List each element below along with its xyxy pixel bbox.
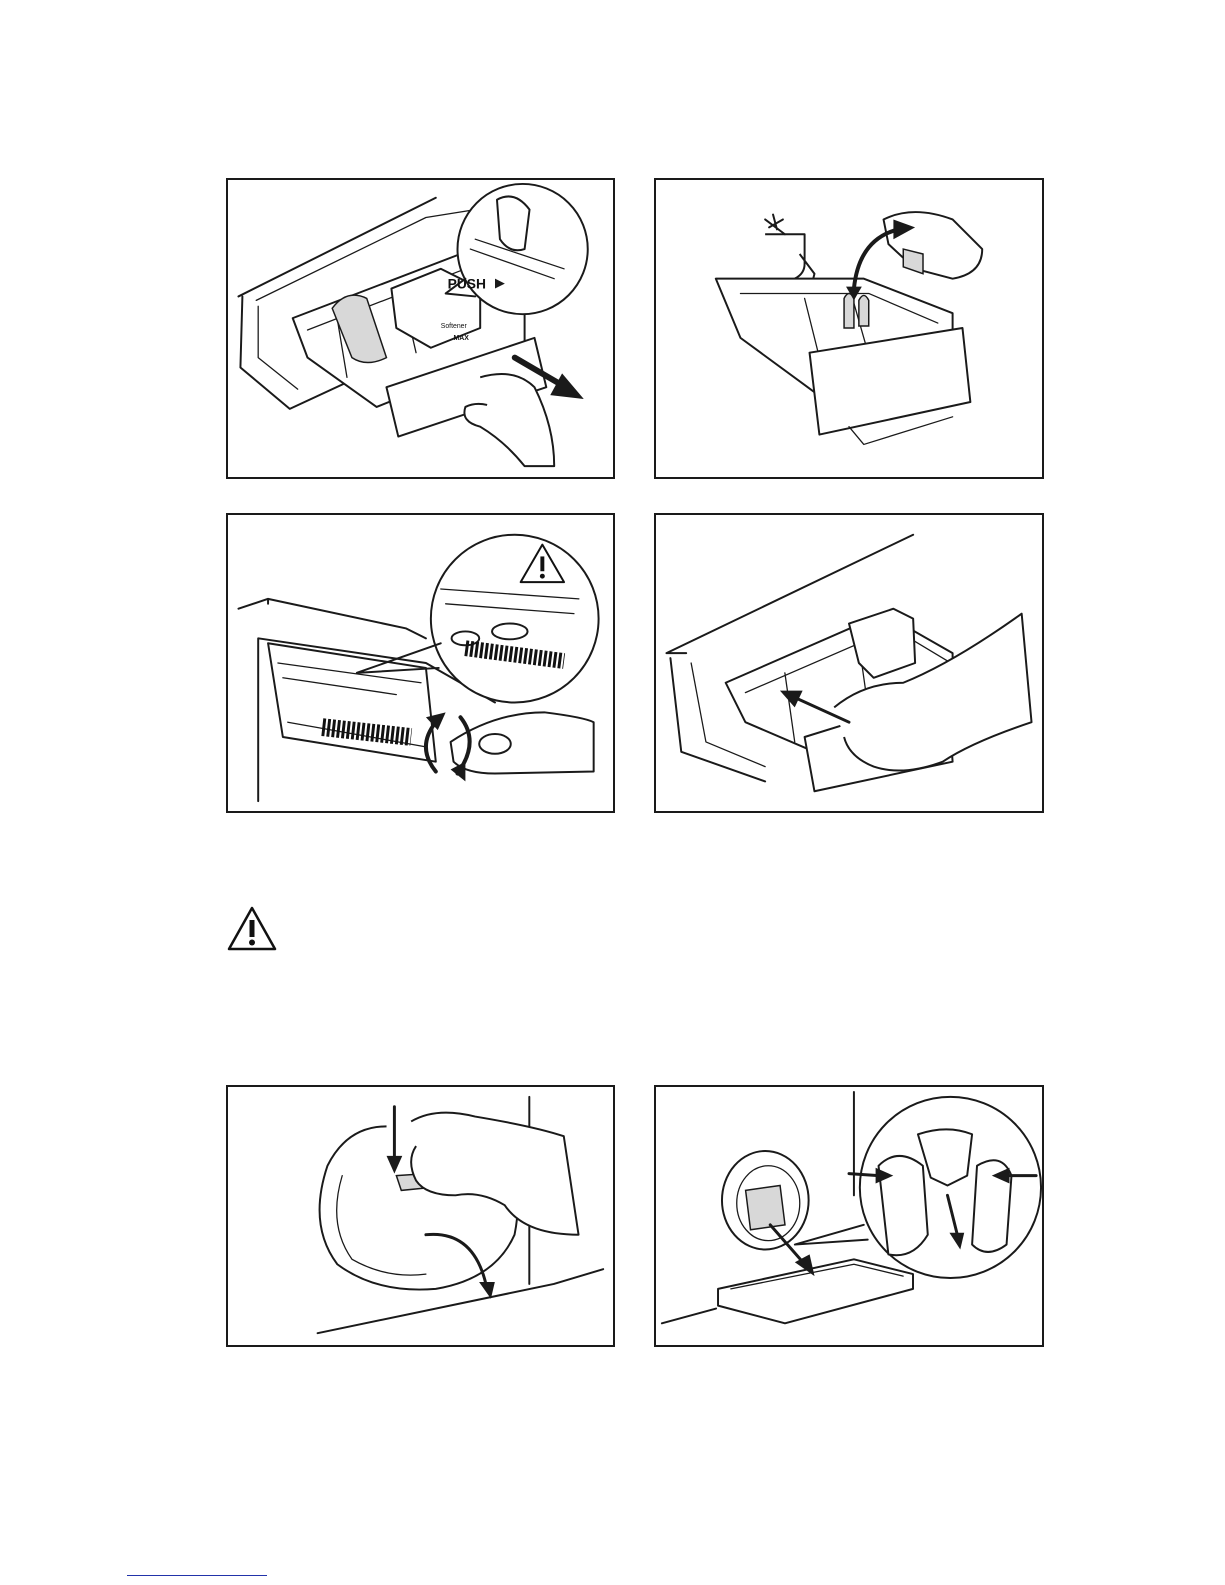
recess-detail-magnifier	[431, 535, 599, 703]
max-mark-text: MAX	[454, 335, 470, 342]
figure-reinsert-drawer	[654, 513, 1044, 813]
figure-remove-filter	[654, 1085, 1044, 1347]
push-label: PUSH	[448, 276, 486, 292]
reinsert-drawer-illustration	[656, 515, 1042, 811]
pull-out-arrow	[550, 373, 584, 399]
clean-recess-illustration	[228, 515, 613, 811]
rinse-drawer-illustration	[656, 180, 1042, 477]
figure-remove-drawer: Softener MAX PUSH	[226, 178, 615, 479]
softener-brand-text: Softener	[441, 323, 468, 330]
figure-open-pump-cover	[226, 1085, 615, 1347]
remove-drawer-illustration: Softener MAX PUSH	[228, 180, 613, 477]
open-pump-cover-illustration	[228, 1087, 613, 1345]
figure-clean-recess	[226, 513, 615, 813]
figure-rinse-drawer	[654, 178, 1044, 479]
warning-triangle-icon	[226, 905, 278, 953]
remove-filter-illustration	[656, 1087, 1042, 1345]
footer-link-rule	[127, 1575, 267, 1576]
